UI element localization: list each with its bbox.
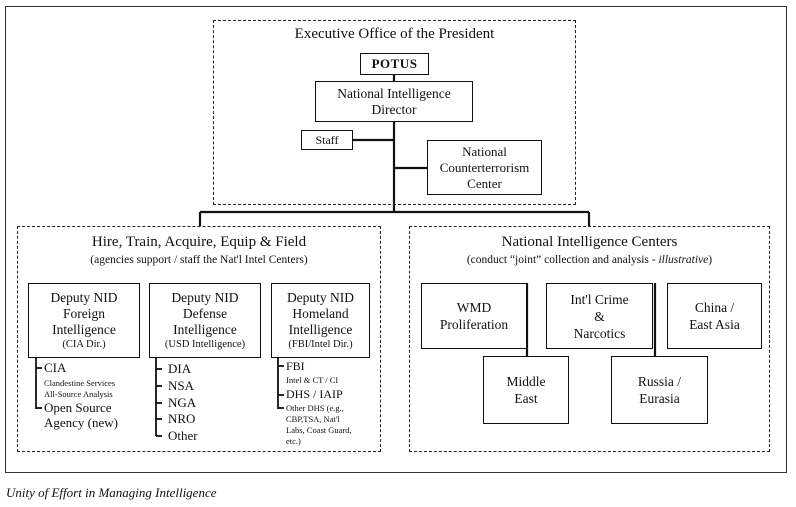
dhs-item: DHS / IAIP <box>286 387 343 401</box>
deputy-foreign-l1: Deputy NID <box>50 289 118 305</box>
center-china-box: China / East Asia <box>667 283 762 349</box>
deputy-homeland-l4: (FBI/Intel Dir.) <box>288 338 353 350</box>
deputy-defense-l2: Defense <box>182 305 228 321</box>
cia-sub-analysis: All-Source Analysis <box>44 389 113 399</box>
potus-label: POTUS <box>371 56 418 71</box>
fbi-item: FBI <box>286 359 305 373</box>
center-wmd-box: WMD Proliferation <box>421 283 527 349</box>
subtitle-italic: illustrative <box>658 254 709 266</box>
subtitle-suffix: ) <box>708 254 713 266</box>
staff-label: Staff <box>315 132 339 147</box>
hire-train-title: Hire, Train, Acquire, Equip & Field <box>91 234 307 250</box>
potus-box: POTUS <box>360 53 429 75</box>
center-crime-l3: Narcotics <box>573 325 626 341</box>
deputy-defense-l1: Deputy NID <box>171 289 239 305</box>
executive-office-title: Executive Office of the President <box>294 26 495 42</box>
intel-centers-panel <box>409 226 770 452</box>
cia-sub-clandestine: Clandestine Services <box>44 378 116 388</box>
center-china-l1: China / <box>694 300 735 315</box>
fbi-sub: Intel & CT / CI <box>286 375 339 385</box>
subtitle-prefix: (conduct “joint” collection and analysis… <box>466 254 659 266</box>
center-wmd-l2: Proliferation <box>439 317 509 332</box>
intel-centers-subtitle: (conduct “joint” collection and analysis… <box>409 254 770 266</box>
osa-line2: Agency (new) <box>44 415 118 430</box>
center-mideast-l1: Middle <box>506 374 546 389</box>
cia-item: CIA <box>44 360 67 375</box>
deputy-foreign-box: Deputy NID Foreign Intelligence (CIA Dir… <box>28 283 140 358</box>
defense-item-other: Other <box>168 428 198 443</box>
center-mideast-l2: East <box>514 391 538 406</box>
deputy-homeland-l2: Homeland <box>292 305 349 321</box>
deputy-foreign-l3: Intelligence <box>52 321 116 337</box>
other-dhs-line4: etc.) <box>286 436 301 446</box>
deputy-foreign-l2: Foreign <box>63 305 105 321</box>
hire-train-panel <box>17 226 381 452</box>
intel-centers-title: National Intelligence Centers <box>501 234 678 250</box>
staff-box: Staff <box>301 130 353 150</box>
center-china-l2: East Asia <box>689 317 740 332</box>
nctc-line2: Counterterrorism <box>439 159 530 175</box>
deputy-defense-l3: Intelligence <box>173 321 237 337</box>
center-russia-l2: Eurasia <box>639 391 680 406</box>
center-crime-l1: Int'l Crime <box>570 291 629 307</box>
executive-office-panel <box>213 20 576 205</box>
nid-line1: National Intelligence <box>337 85 451 101</box>
other-dhs-line1: Other DHS (e.g., <box>286 403 344 413</box>
deputy-foreign-l4: (CIA Dir.) <box>62 338 106 350</box>
deputy-defense-box: Deputy NID Defense Intelligence (USD Int… <box>149 283 261 358</box>
other-dhs-line3: Labs, Coast Guard, <box>286 425 352 435</box>
nid-box: National Intelligence Director <box>315 81 473 122</box>
center-crime-box: Int'l Crime & Narcotics <box>546 283 653 349</box>
other-dhs-line2: CBP,TSA, Nat'l <box>286 414 340 424</box>
center-wmd-l1: WMD <box>456 300 492 315</box>
deputy-homeland-l1: Deputy NID <box>286 289 355 305</box>
center-russia-box: Russia / Eurasia <box>611 356 708 424</box>
defense-item-nga: NGA <box>168 395 197 410</box>
outer-frame <box>5 6 787 473</box>
deputy-homeland-l3: Intelligence <box>288 321 353 337</box>
center-mideast-box: Middle East <box>483 356 569 424</box>
defense-item-nsa: NSA <box>168 378 195 393</box>
center-crime-l2: & <box>594 308 605 324</box>
nid-line2: Director <box>371 101 417 117</box>
figure-caption: Unity of Effort in Managing Intelligence <box>6 485 217 500</box>
nctc-box: National Counterterrorism Center <box>427 140 542 195</box>
center-russia-l1: Russia / <box>637 374 682 389</box>
deputy-defense-l4: (USD Intelligence) <box>164 338 246 350</box>
nctc-line1: National <box>462 143 507 159</box>
defense-item-nro: NRO <box>168 411 196 426</box>
deputy-homeland-box: Deputy NID Homeland Intelligence (FBI/In… <box>271 283 370 358</box>
hire-train-subtitle: (agencies support / staff the Nat'l Inte… <box>90 254 308 266</box>
osa-line1: Open Source <box>44 400 112 415</box>
nctc-line3: Center <box>467 175 502 191</box>
defense-item-dia: DIA <box>168 361 192 376</box>
